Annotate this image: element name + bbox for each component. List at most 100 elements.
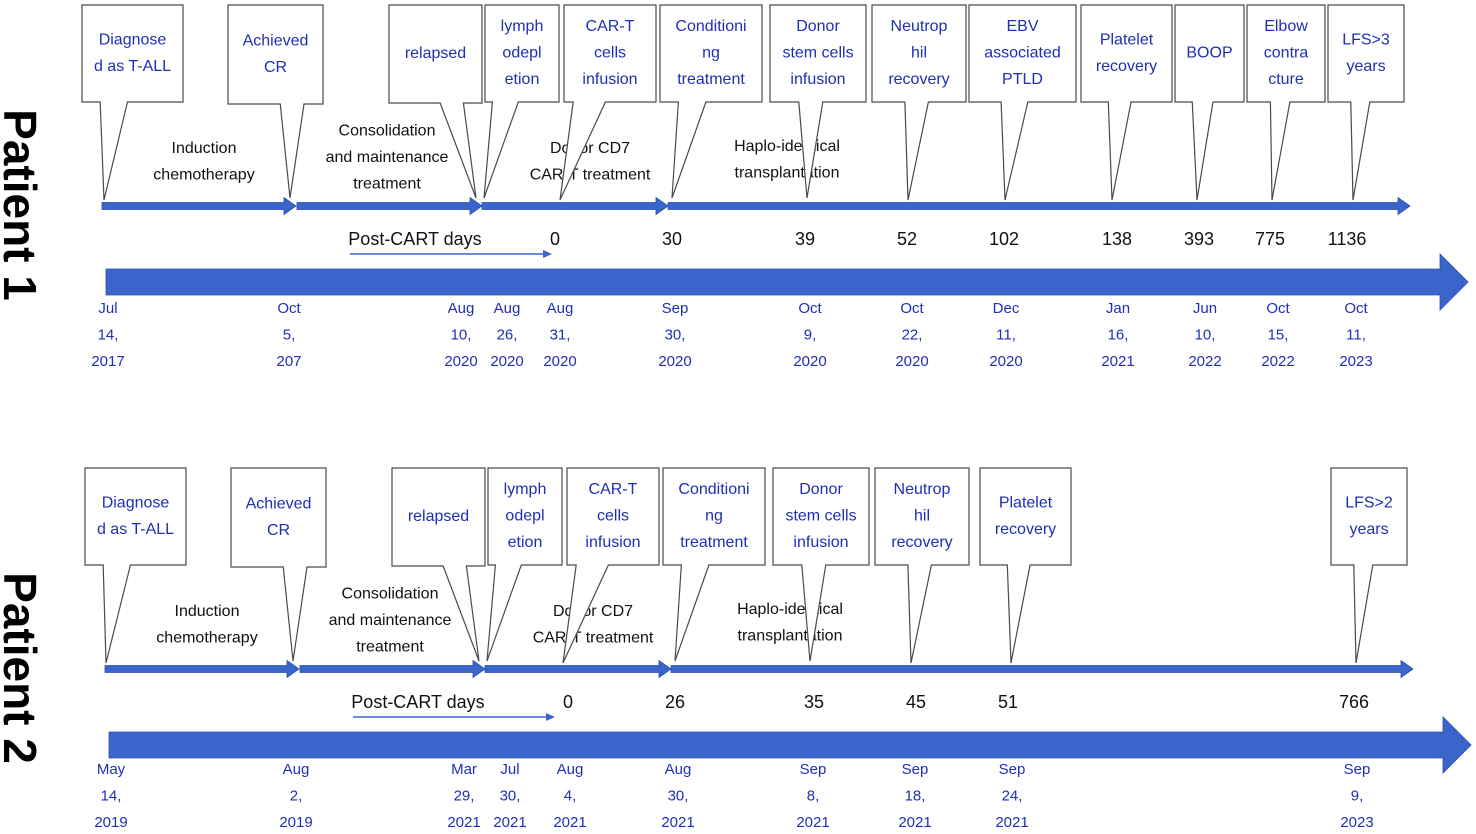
- phase-label: chemotherapy: [156, 629, 257, 646]
- phase-arrow: [296, 196, 483, 216]
- callout-text: CR: [267, 522, 290, 539]
- callout-text: hil: [911, 45, 927, 62]
- callout-text: Platelet: [1100, 31, 1154, 48]
- date-line: 2020: [895, 353, 928, 370]
- callout-text: recovery: [1096, 58, 1157, 75]
- date-line: 2020: [490, 353, 523, 370]
- callout-text: years: [1349, 521, 1388, 538]
- callout-text: stem cells: [785, 508, 856, 525]
- date-line: Sep: [800, 761, 827, 778]
- date-line: Aug: [283, 761, 310, 778]
- callout-text: CR: [264, 59, 287, 76]
- date-line: Jul: [98, 300, 117, 317]
- callout-box: [230, 467, 327, 662]
- callout-text: Neutrop: [891, 18, 948, 35]
- callout-box: [769, 4, 867, 199]
- patient-1-timeline: Patient 1InductionchemotherapyConsolidat…: [0, 4, 1469, 370]
- event-callout: Neutrop hil recovery: [871, 4, 967, 201]
- post-cart-days-label: Post-CART days: [348, 229, 481, 249]
- callout-text: Donor: [799, 481, 843, 498]
- post-cart-day: 393: [1184, 229, 1214, 249]
- callout-box: [562, 467, 660, 664]
- callout-text: lymph: [504, 481, 547, 498]
- post-cart-day: 0: [550, 229, 560, 249]
- callout-text: recovery: [995, 521, 1056, 538]
- date-line: Sep: [999, 761, 1026, 778]
- callout-box: [1174, 4, 1245, 201]
- date-line: 2023: [1339, 353, 1372, 370]
- callout-text: Conditioni: [678, 481, 749, 498]
- date-axis-arrow: [105, 253, 1469, 311]
- callout-text: relapsed: [408, 508, 469, 525]
- callout-text: cture: [1268, 71, 1304, 88]
- date-line: 2021: [796, 814, 829, 831]
- date-line: 14,: [98, 326, 119, 343]
- phase-label: Donor CD7: [553, 603, 633, 620]
- date-line: Sep: [1344, 761, 1371, 778]
- callout-text: ng: [702, 45, 720, 62]
- callout-box: [659, 4, 763, 199]
- callout-box: [84, 467, 187, 664]
- post-cart-day: 102: [989, 229, 1019, 249]
- date-line: Aug: [448, 300, 475, 317]
- callout-box: [1246, 4, 1326, 201]
- date-line: 2021: [661, 814, 694, 831]
- date-line: Sep: [902, 761, 929, 778]
- date-line: Aug: [547, 300, 574, 317]
- callout-box: [486, 467, 563, 662]
- phase-label: chemotherapy: [153, 166, 254, 183]
- phase-arrow: [101, 196, 297, 216]
- callout-text: cells: [597, 508, 629, 525]
- callout-text: hil: [914, 508, 930, 525]
- callout-box: [1080, 4, 1173, 201]
- date-line: 2,: [290, 787, 303, 804]
- post-cart-day: 26: [665, 692, 685, 712]
- date-line: 11,: [1346, 326, 1366, 343]
- callout-text: Diagnose: [99, 31, 167, 48]
- phase-arrow: [484, 659, 672, 679]
- phase-label: CAR-T treatment: [530, 166, 651, 183]
- callout-box: [874, 467, 970, 664]
- phase-label: CAR-T treatment: [533, 629, 654, 646]
- date-line: 16,: [1108, 326, 1129, 343]
- date-line: Oct: [277, 300, 301, 317]
- callout-text: relapsed: [405, 45, 466, 62]
- date-line: May: [97, 761, 126, 778]
- callout-text: PTLD: [1002, 71, 1043, 88]
- date-line: 2022: [1261, 353, 1294, 370]
- date-line: 2021: [995, 814, 1028, 831]
- post-cart-day: 39: [795, 229, 815, 249]
- date-line: 24,: [1002, 787, 1023, 804]
- phase-label: treatment: [353, 176, 421, 193]
- phase-label: Haplo-identical: [734, 138, 840, 155]
- post-cart-days-label: Post-CART days: [351, 692, 484, 712]
- callout-box: [483, 4, 560, 199]
- date-line: 5,: [283, 326, 296, 343]
- callout-text: years: [1346, 58, 1385, 75]
- post-cart-day: 35: [804, 692, 824, 712]
- date-line: 4,: [564, 787, 577, 804]
- callout-box: [81, 4, 184, 201]
- phase-arrow: [481, 196, 669, 216]
- callout-text: lymph: [501, 18, 544, 35]
- callout-text: recovery: [888, 71, 949, 88]
- post-cart-day: 45: [906, 692, 926, 712]
- date-line: 8,: [807, 787, 820, 804]
